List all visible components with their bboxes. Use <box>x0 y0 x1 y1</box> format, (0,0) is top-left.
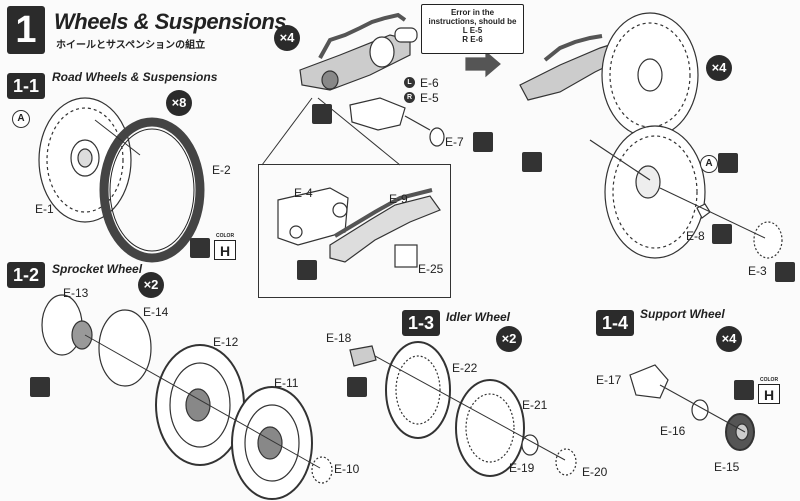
cement-icon <box>312 104 332 124</box>
page-subtitle-jp: ホイールとサスペンションの組立 <box>56 40 206 51</box>
error-note-line3: L E-5 <box>462 26 483 35</box>
qty-badge-1-3: ×2 <box>496 326 522 352</box>
part-label-e7: E-7 <box>445 135 464 149</box>
part-label-e4: E-4 <box>294 186 313 200</box>
error-note: Error in the instructions, should be L E… <box>421 4 524 54</box>
color-h-letter: H <box>219 243 231 259</box>
color-tag-label: COLOR <box>760 377 779 383</box>
paint-brush-icon <box>734 380 754 400</box>
part-label-e25: E-25 <box>418 262 444 276</box>
page-title: Wheels & Suspensions <box>54 9 287 34</box>
left-badge-icon: L <box>404 77 415 88</box>
section-title-1-3: Idler Wheel <box>446 310 511 324</box>
part-label-e9: E-9 <box>389 192 408 206</box>
right-badge-icon: R <box>404 92 415 103</box>
part-label-e18: E-18 <box>326 331 352 345</box>
part-label-e13: E-13 <box>63 286 89 300</box>
qty-badge-1-2: ×2 <box>138 272 164 298</box>
color-h-box: H <box>758 384 780 404</box>
section-step-1-4: 1-4 <box>596 310 634 336</box>
part-label-e14: E-14 <box>143 305 169 319</box>
cement-icon <box>297 260 317 280</box>
tire-e2-drawing <box>99 117 205 263</box>
marker-a-icon: A <box>700 155 718 173</box>
part-label-e21: E-21 <box>522 398 548 412</box>
cement-icon <box>347 377 367 397</box>
part-label-e5: E-5 <box>420 91 439 105</box>
part-label-e1: E-1 <box>35 202 54 216</box>
support-wheel-drawing <box>629 364 755 451</box>
rotate-icon <box>775 262 795 282</box>
cement-icon <box>522 152 542 172</box>
part-label-e15: E-15 <box>714 460 740 474</box>
part-label-e3: E-3 <box>748 264 767 278</box>
qty-badge-right: ×4 <box>706 55 732 81</box>
color-tag-label: COLOR <box>216 233 235 239</box>
error-note-line2: instructions, should be <box>428 17 517 26</box>
error-note-line4: R E-6 <box>462 35 483 44</box>
part-label-e2: E-2 <box>212 163 231 177</box>
error-note-line1: Error in the <box>450 8 495 17</box>
part-label-e10: E-10 <box>334 462 360 476</box>
arm-e5-e6-drawing <box>349 97 445 147</box>
rotate-icon <box>718 153 738 173</box>
section-title-1-1: Road Wheels & Suspensions <box>52 70 218 84</box>
color-h-box: H <box>214 240 236 260</box>
rotate-icon <box>473 132 493 152</box>
detail-frame <box>258 164 451 298</box>
part-label-e19: E-19 <box>509 461 535 475</box>
marker-a-icon: A <box>12 110 30 128</box>
idler-drawing <box>349 341 577 477</box>
qty-badge-1-1: ×8 <box>166 90 192 116</box>
section-step-1-2: 1-2 <box>7 262 45 288</box>
section-step-1-1: 1-1 <box>7 73 45 99</box>
qty-badge-1-4: ×4 <box>716 326 742 352</box>
section-title-1-4: Support Wheel <box>640 307 725 321</box>
suspension-arm-drawing <box>299 12 418 91</box>
rotate-icon <box>712 224 732 244</box>
detail-drawing <box>277 187 441 268</box>
assembled-wheel-drawing <box>519 12 783 259</box>
arrow-right-icon <box>465 50 501 78</box>
qty-badge-top: ×4 <box>274 25 300 51</box>
part-label-e11: E-11 <box>274 376 299 390</box>
part-label-e6: E-6 <box>420 76 439 90</box>
part-label-e8: E-8 <box>686 229 705 243</box>
sprocket-drawing <box>41 294 333 500</box>
paint-brush-icon <box>190 238 210 258</box>
cement-icon <box>30 377 50 397</box>
part-label-e20: E-20 <box>582 465 608 479</box>
part-label-e22: E-22 <box>452 361 478 375</box>
section-step-1-3: 1-3 <box>402 310 440 336</box>
part-label-e12: E-12 <box>213 335 239 349</box>
step-number: 1 <box>7 6 45 54</box>
section-title-1-2: Sprocket Wheel <box>52 262 143 276</box>
color-h-letter: H <box>763 387 775 403</box>
part-label-e16: E-16 <box>660 424 686 438</box>
part-label-e17: E-17 <box>596 373 622 387</box>
